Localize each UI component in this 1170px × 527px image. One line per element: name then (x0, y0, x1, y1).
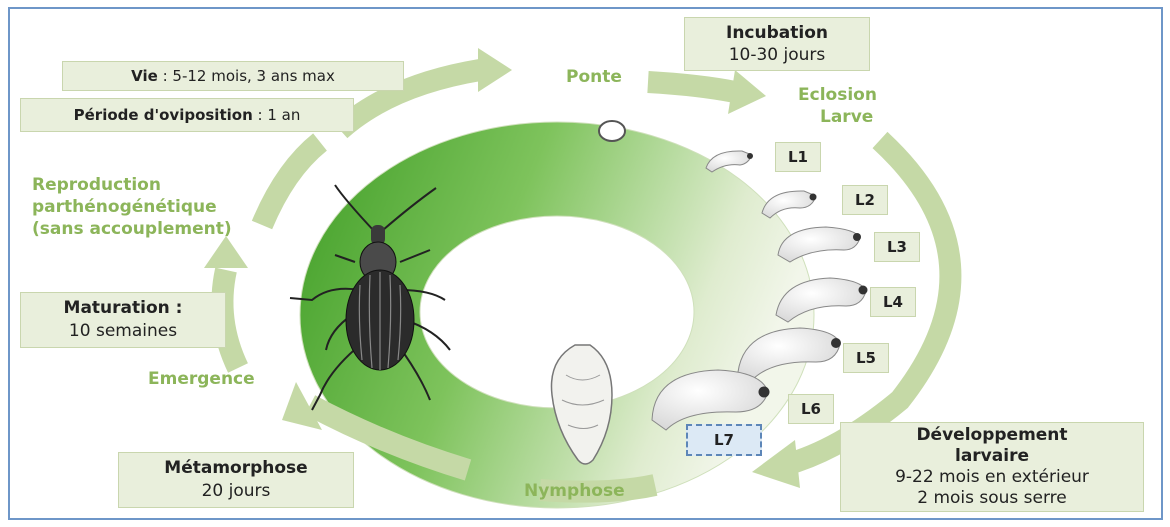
incubation-value: 10-30 jours (729, 44, 826, 66)
oviposition-label: Période d'oviposition (74, 106, 253, 124)
lifespan-value: : 5-12 mois, 3 ans max (158, 67, 335, 85)
stage-reproduction-1: Reproduction (32, 174, 161, 196)
incubation-box: Incubation 10-30 jours (684, 17, 870, 71)
instar-l4: L4 (870, 287, 916, 317)
stage-nymphose: Nymphose (524, 480, 625, 502)
metamorphosis-box: Métamorphose 20 jours (118, 452, 354, 508)
instar-l2: L2 (842, 185, 888, 215)
larva-l2-icon (762, 191, 817, 218)
egg-icon (599, 121, 625, 141)
lifespan-label: Vie (131, 67, 158, 85)
oviposition-value: : 1 an (253, 106, 301, 124)
metamorphosis-value: 20 jours (202, 480, 271, 503)
metamorphosis-label: Métamorphose (164, 457, 307, 480)
lifespan-box: Vie : 5-12 mois, 3 ans max (62, 61, 404, 91)
larva-l1-icon (706, 151, 753, 172)
maturation-value: 10 semaines (69, 320, 177, 343)
instar-l3: L3 (874, 232, 920, 262)
oviposition-box: Période d'oviposition : 1 an (20, 98, 354, 132)
stage-larve: Larve (820, 106, 873, 128)
stage-ponte: Ponte (566, 66, 622, 88)
larval-development-label-2: larvaire (955, 446, 1029, 467)
stage-reproduction-3: (sans accouplement) (32, 218, 232, 240)
instar-l5: L5 (843, 343, 889, 373)
larval-development-box: Développement larvaire 9-22 mois en exté… (840, 422, 1144, 512)
larval-development-label-1: Développement (916, 425, 1067, 446)
maturation-label: Maturation : (64, 297, 183, 320)
maturation-box: Maturation : 10 semaines (20, 292, 226, 348)
instar-l1: L1 (775, 142, 821, 172)
larva-l3-icon (778, 227, 861, 262)
stage-emergence: Emergence (148, 368, 255, 390)
incubation-label: Incubation (726, 22, 828, 44)
instar-l6: L6 (788, 394, 834, 424)
instar-l7: L7 (686, 424, 762, 456)
larval-development-greenhouse: 2 mois sous serre (917, 488, 1067, 509)
stage-eclosion: Eclosion (798, 84, 877, 106)
stage-reproduction-2: parthénogénétique (32, 196, 217, 218)
larval-development-outdoor: 9-22 mois en extérieur (895, 467, 1089, 488)
